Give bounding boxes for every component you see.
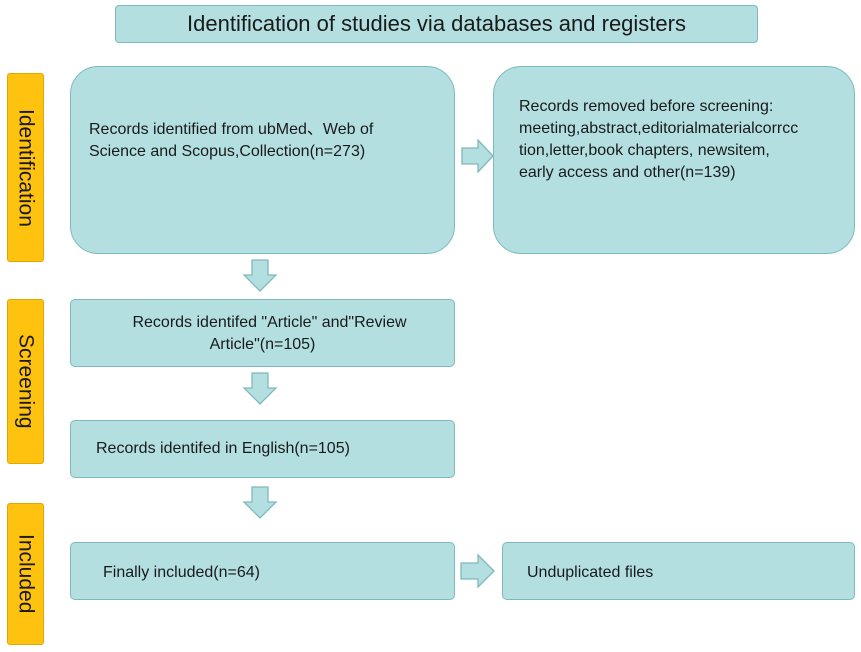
stage-included-label: Included <box>14 534 38 614</box>
records-removed-line1: Records removed before screening: <box>519 98 774 115</box>
article-review-line1: Records identifed "Article" and"Review <box>132 314 407 331</box>
records-removed-line4: early access and other(n=139) <box>519 164 736 181</box>
arrow-right-icon <box>460 553 495 589</box>
stage-identification: Identification <box>7 73 44 262</box>
stage-screening: Screening <box>7 299 44 464</box>
finally-included-line1: Finally included(n=64) <box>103 564 260 581</box>
records-removed-box: Records removed before screening: meetin… <box>493 66 855 254</box>
stage-included: Included <box>7 503 44 645</box>
article-review-line2: Article"(n=105) <box>209 336 316 353</box>
records-removed-line2: meeting,abstract,editorialmaterialcorrcc <box>519 120 799 137</box>
stage-identification-label: Identification <box>14 108 38 227</box>
arrow-down-icon <box>242 259 278 292</box>
records-removed-line3: tion,letter,book chapters, newsitem, <box>519 142 770 159</box>
records-identified-line1: Records identified from ubMed、Web of <box>89 121 374 138</box>
diagram-title-text: Identification of studies via databases … <box>187 11 686 36</box>
unduplicated-box: Unduplicated files <box>502 542 855 600</box>
stage-screening-label: Screening <box>14 334 38 429</box>
arrow-down-icon <box>242 486 278 519</box>
english-line1: Records identifed in English(n=105) <box>96 440 350 457</box>
records-identified-box: Records identified from ubMed、Web of Sci… <box>70 66 455 254</box>
article-review-box: Records identifed "Article" and"Review A… <box>70 299 455 367</box>
arrow-down-icon <box>242 372 278 405</box>
records-identified-line2: Science and Scopus,Collection(n=273) <box>89 143 366 160</box>
unduplicated-line1: Unduplicated files <box>527 564 654 581</box>
english-box: Records identifed in English(n=105) <box>70 420 455 478</box>
arrow-right-icon <box>461 138 494 174</box>
diagram-title: Identification of studies via databases … <box>115 5 758 43</box>
finally-included-box: Finally included(n=64) <box>70 542 455 600</box>
